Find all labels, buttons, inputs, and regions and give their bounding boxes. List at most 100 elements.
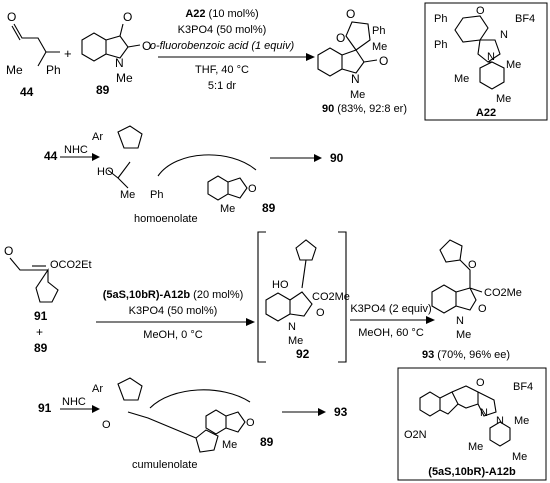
mech2-isatin-me: Me bbox=[222, 439, 237, 451]
a12b-n2: N bbox=[496, 415, 504, 427]
a12b-me-right: Me bbox=[514, 415, 529, 427]
mech1-isatin-me: Me bbox=[220, 203, 235, 215]
arrowhead-1 bbox=[306, 53, 315, 61]
mech2-electrophile-label: 89 bbox=[260, 435, 274, 449]
mech2-ar-label: Ar bbox=[92, 383, 103, 395]
reactant-44-me: Me bbox=[6, 63, 23, 77]
product-90-me: Me bbox=[372, 41, 387, 53]
svg-text:A22 (10 mol%): A22 (10 mol%) bbox=[185, 8, 258, 20]
substrate-91-carbonate: OCO2Et bbox=[50, 259, 92, 271]
mech2-attack-arrow bbox=[149, 389, 251, 409]
int92-carbonyl-o: O bbox=[316, 307, 325, 319]
catalyst-a22-box: Ph Ph O N N BF4 Me Me Me A22 bbox=[424, 2, 548, 121]
product-90-label: 90 bbox=[322, 103, 334, 115]
mech2-product-label: 93 bbox=[334, 405, 348, 419]
scheme2-plus: + bbox=[36, 325, 43, 339]
a12b-nitro: O2N bbox=[404, 429, 427, 441]
reactant-89-structure: O O N Me 89 bbox=[81, 10, 151, 97]
svg-text:90 (83%, 92:8 er): 90 (83%, 92:8 er) bbox=[322, 103, 407, 115]
a12b-me-left: Me bbox=[468, 441, 483, 453]
isatin-c2-oxygen: O bbox=[142, 39, 151, 53]
product-93-structure: O CO2Me O N Me 93 (70%, 96% ee) bbox=[422, 239, 522, 361]
scheme2-conditions: (5aS,10bR)-A12b (20 mol%) K3PO4 (50 mol%… bbox=[96, 289, 255, 341]
mech1-intermediate-name: homoenolate bbox=[134, 213, 198, 225]
intermediate-92-label: 92 bbox=[296, 347, 310, 361]
a12b-counterion: BF4 bbox=[513, 381, 533, 393]
a22-me-para: Me bbox=[496, 93, 511, 105]
a12b-ring-oxygen: O bbox=[476, 377, 485, 389]
scheme2-second-conditions: K3PO4 (2 equiv) MeOH, 60 °C bbox=[350, 303, 435, 339]
product-90-yield: (83%, 92:8 er) bbox=[334, 103, 407, 115]
intermediate-92-structure: HO CO2Me O N Me 92 bbox=[257, 231, 350, 363]
catalyst-a12b-ref: (5aS,10bR)-A12b bbox=[103, 289, 191, 301]
scheme1-conditions: A22 (10 mol%) K3PO4 (50 mol%) o-fluorobe… bbox=[150, 8, 315, 92]
product-93-yield: (70%, 96% ee) bbox=[434, 349, 510, 361]
isatin-n-methyl: Me bbox=[116, 71, 133, 85]
int92-n-me: Me bbox=[288, 335, 303, 347]
oxindole-oxygen: O bbox=[379, 54, 388, 68]
mech1-me-label: Me bbox=[120, 189, 135, 201]
catalyst-a22-load: (10 mol%) bbox=[206, 8, 259, 20]
product-90-structure: O O Ph Me O N Me 90 (83%, 92:8 er) bbox=[317, 7, 407, 115]
int92-ester: CO2Me bbox=[312, 291, 350, 303]
svg-text:93 (70%, 96% ee): 93 (70%, 96% ee) bbox=[422, 349, 510, 361]
aldehyde-oxygen: O bbox=[7, 10, 16, 24]
svg-text:(5aS,10bR)-A12b (20 mol%): (5aS,10bR)-A12b (20 mol%) bbox=[103, 289, 244, 301]
mech1-isatin-o: O bbox=[248, 183, 257, 195]
mech1-nhc-label: NHC bbox=[64, 144, 88, 156]
a22-me-right: Me bbox=[506, 59, 521, 71]
mech1-start-label: 44 bbox=[44, 149, 58, 163]
reactant-89-label: 89 bbox=[96, 83, 110, 97]
scheme2-partner-89: 89 bbox=[34, 341, 48, 355]
int92-nitrogen: N bbox=[288, 321, 296, 333]
mechanism-2: 91 NHC Ar O cumulenolate O Me 89 93 bbox=[38, 377, 348, 471]
a12b-n1: N bbox=[480, 407, 488, 419]
a12b-box-label: (5aS,10bR)-A12b bbox=[428, 466, 516, 478]
plus-sign: + bbox=[64, 46, 72, 61]
mech1-attack-arrow bbox=[157, 154, 257, 177]
scheme2-base2: K3PO4 (2 equiv) bbox=[350, 303, 431, 315]
a22-n1: N bbox=[500, 29, 508, 41]
lactone-carbonyl-o: O bbox=[346, 7, 355, 21]
product-93-nitrogen: N bbox=[456, 315, 464, 327]
int92-ho: HO bbox=[272, 279, 289, 291]
product-93-n-me: Me bbox=[456, 329, 471, 341]
scheme2-solvent: MeOH, 0 °C bbox=[143, 329, 202, 341]
substrate-91-aldehyde-o: O bbox=[4, 244, 13, 258]
isatin-nitrogen: N bbox=[115, 56, 124, 70]
base-conditions: K3PO4 (50 mol%) bbox=[178, 24, 267, 36]
a22-ph-bottom: Ph bbox=[434, 39, 447, 51]
a22-box-label: A22 bbox=[476, 107, 496, 119]
substrate-91-label: 91 bbox=[34, 309, 48, 323]
catalyst-a12b-box: O N N BF4 O2N Me Me Me (5aS,10bR)-A12b bbox=[397, 367, 547, 481]
mech1-ph-label: Ph bbox=[150, 189, 163, 201]
catalyst-a22-ref: A22 bbox=[185, 8, 205, 20]
reactant-44-label: 44 bbox=[20, 85, 34, 99]
scheme2-solvent2: MeOH, 60 °C bbox=[358, 327, 424, 339]
mech2-start-label: 91 bbox=[38, 401, 52, 415]
product-93-ester: CO2Me bbox=[484, 287, 522, 299]
product-93-carbonyl-o: O bbox=[478, 303, 487, 315]
lactone-ring-o: O bbox=[336, 31, 345, 45]
a22-ring-oxygen: O bbox=[476, 5, 485, 17]
mech2-o-label: O bbox=[102, 419, 111, 431]
product-93-label: 93 bbox=[422, 349, 434, 361]
mech2-intermediate-name: cumulenolate bbox=[132, 459, 197, 471]
isatin-c3-oxygen: O bbox=[123, 10, 132, 24]
diastereomeric-ratio: 5:1 dr bbox=[208, 80, 236, 92]
a12b-me-para: Me bbox=[512, 451, 527, 463]
solvent-temperature: THF, 40 °C bbox=[195, 64, 249, 76]
product-90-n-me: Me bbox=[350, 89, 365, 101]
oxindole-nitrogen: N bbox=[351, 72, 360, 86]
mech2-isatin-o: O bbox=[246, 417, 255, 429]
reactant-44-ph: Ph bbox=[46, 63, 61, 77]
catalyst-a12b-load: (20 mol%) bbox=[190, 289, 243, 301]
mech1-ho-label: HO bbox=[97, 166, 114, 178]
product-93-ring-o: O bbox=[468, 259, 477, 271]
mech1-electrophile-label: 89 bbox=[262, 201, 276, 215]
mech2-nhc-label: NHC bbox=[62, 396, 86, 408]
scheme2-base: K3PO4 (50 mol%) bbox=[129, 305, 218, 317]
mechanism-1: 44 NHC Ar HO Me Ph homoenolate O Me 89 9… bbox=[44, 125, 344, 225]
mech1-ar-label: Ar bbox=[92, 131, 103, 143]
a22-n2: N bbox=[487, 51, 495, 63]
